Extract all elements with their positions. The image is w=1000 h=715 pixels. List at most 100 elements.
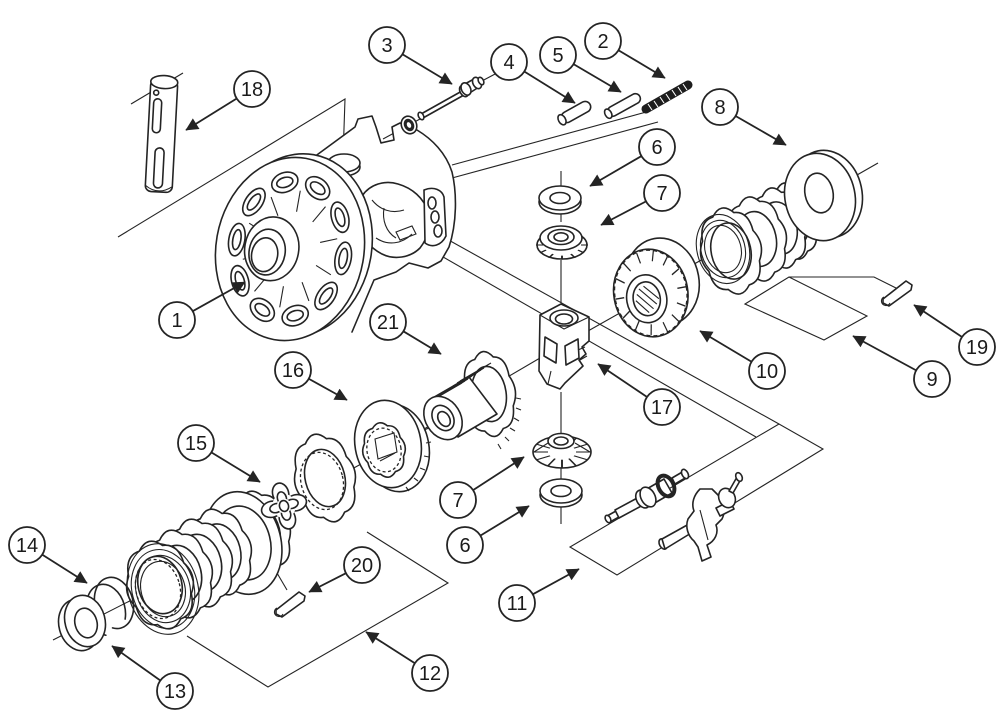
callout-circle: [411, 654, 449, 692]
leader-arrow: [735, 115, 787, 146]
callout-circle: [498, 584, 536, 622]
callout-number: 20: [351, 555, 373, 577]
wave-spring-clover: [260, 482, 308, 530]
callout-9: 9: [852, 335, 951, 398]
cross-block: [538, 303, 590, 390]
leader-arrow: [41, 553, 88, 584]
callout-number: 11: [507, 593, 528, 615]
leader-arrow: [185, 97, 238, 131]
callout-circle: [343, 546, 381, 584]
pinion-gear-bottom: [532, 432, 592, 469]
retainer-clip-left: [273, 591, 306, 618]
clip-locator-line-right: [789, 276, 899, 290]
callout-14: 14: [8, 526, 88, 584]
plane-outline-left: [186, 531, 450, 688]
callout-number: 7: [656, 183, 667, 205]
callout-circle: [446, 526, 484, 564]
leader-arrow: [597, 363, 648, 398]
callout-circle: [369, 303, 407, 341]
leader-arrow: [472, 456, 525, 491]
thrust-washer-bottom: [539, 478, 583, 508]
callout-number: 12: [419, 663, 441, 685]
leader-arrow: [402, 330, 442, 355]
callout-12: 12: [365, 631, 449, 692]
callout-circle: [177, 424, 215, 462]
callout-circle: [156, 672, 194, 710]
callout-number: 17: [651, 397, 673, 419]
callout-circle: [368, 26, 406, 64]
callout-5: 5: [539, 36, 622, 93]
pinion-gear-top: [536, 225, 588, 260]
callout-circle: [638, 128, 676, 166]
leader-arrow: [479, 505, 530, 537]
callout-11: 11: [498, 568, 580, 622]
callout-13: 13: [111, 645, 194, 710]
clutch-pack-right: [689, 178, 825, 300]
leader-arrow: [589, 155, 642, 187]
leader-arrow: [523, 70, 576, 104]
callout-17: 17: [597, 363, 681, 426]
callout-number: 5: [552, 45, 563, 67]
leader-arrow: [401, 53, 453, 85]
rear-clutch-plate: [284, 427, 365, 529]
callout-circle: [643, 388, 681, 426]
case-bolt: [400, 76, 485, 135]
callout-3: 3: [368, 26, 453, 85]
callout-7: 7: [600, 174, 681, 226]
callout-circle: [748, 352, 786, 390]
callout-18: 18: [185, 70, 271, 131]
leader-arrow: [308, 572, 347, 593]
callout-2: 2: [584, 22, 666, 79]
roll-pin-long: [603, 92, 642, 120]
case-bearing-pad: [423, 187, 447, 247]
callout-circle: [8, 526, 46, 564]
callout-number: 8: [714, 97, 725, 119]
roll-pin-short: [557, 100, 592, 126]
plane-outline-shaft: [568, 423, 825, 576]
callout-circle: [233, 70, 271, 108]
callout-circle: [539, 36, 577, 74]
threaded-rod: [641, 80, 693, 114]
callout-1: 1: [158, 281, 246, 339]
callout-number: 6: [459, 535, 470, 557]
callout-circle: [958, 328, 996, 366]
side-gear: [612, 237, 701, 338]
case-hub-bore: [243, 216, 300, 282]
callout-number: 13: [164, 681, 186, 703]
callout-circle: [643, 174, 681, 212]
case-flange: [214, 152, 374, 342]
callout-number: 7: [452, 490, 463, 512]
callout-circle: [439, 481, 477, 519]
callout-6: 6: [446, 505, 530, 564]
leader-arrow: [617, 49, 666, 79]
leader-arrow: [573, 63, 622, 93]
callout-number: 10: [756, 361, 778, 383]
callout-circle: [158, 301, 196, 339]
plane-outline-right: [743, 276, 869, 341]
callout-15: 15: [177, 424, 261, 483]
shift-fork: [686, 471, 744, 562]
callout-number: 19: [966, 337, 988, 359]
callout-number: 14: [16, 535, 38, 557]
callout-4: 4: [490, 43, 576, 104]
callout-number: 1: [171, 310, 182, 332]
leader-arrow: [192, 281, 246, 313]
callout-number: 16: [282, 360, 304, 382]
leader-arrow: [210, 451, 261, 483]
callout-number: 18: [241, 79, 263, 101]
leader-arrow: [308, 377, 348, 401]
callout-number: 6: [651, 137, 662, 159]
differential-case: [214, 115, 457, 342]
callout-circle: [274, 351, 312, 389]
callout-number: 15: [185, 433, 207, 455]
callout-10: 10: [699, 330, 786, 390]
leader-arrow: [600, 200, 647, 226]
leader-arrow: [699, 330, 753, 363]
leader-arrow: [852, 335, 917, 372]
callout-circle: [584, 22, 622, 60]
leader-arrow: [532, 568, 580, 596]
leader-arrow: [365, 631, 416, 665]
